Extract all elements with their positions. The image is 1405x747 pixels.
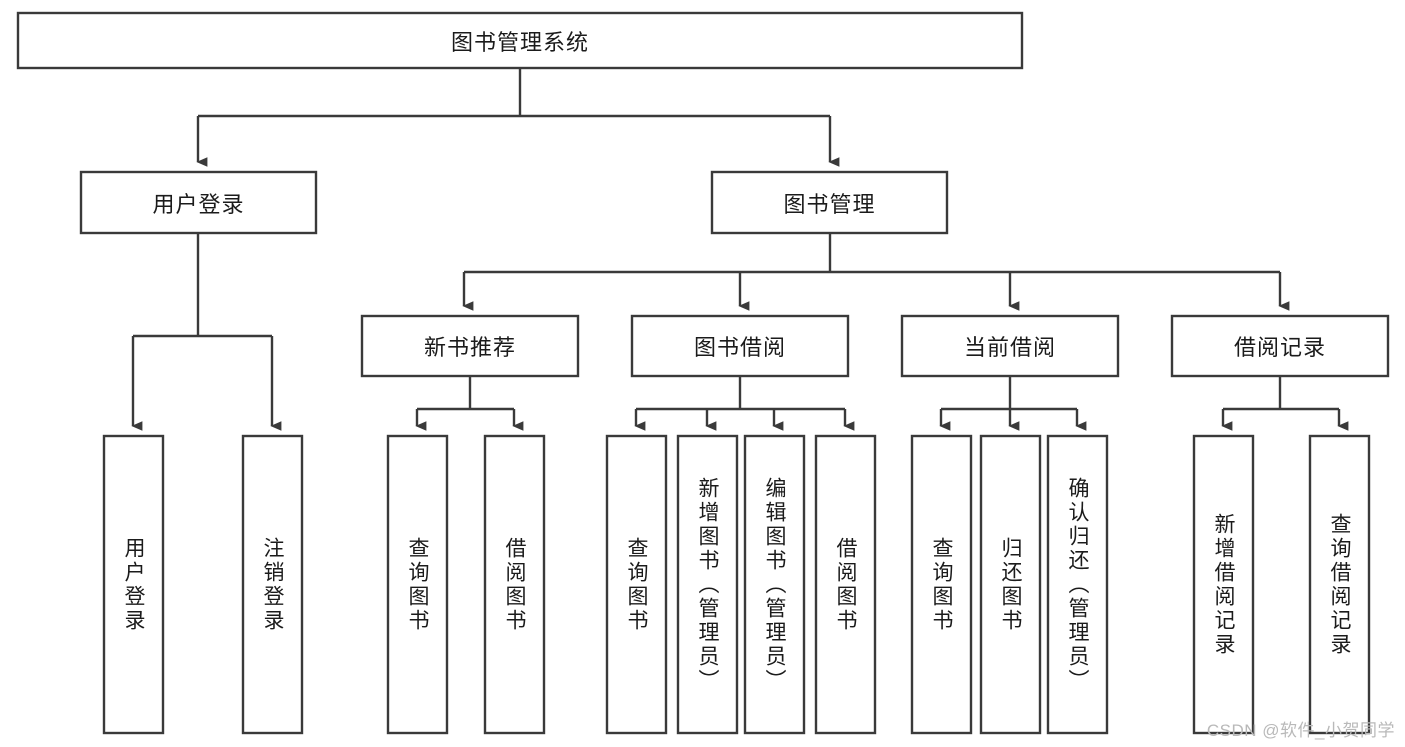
node-borrow-record[interactable] — [1170, 314, 1390, 378]
leaf-borrow-record-1[interactable] — [1308, 434, 1371, 735]
connectors-userlogin-to-leaves — [131, 233, 282, 431]
leaf-book-borrow-0[interactable] — [605, 434, 668, 735]
connectors-newbook-to-leaves — [415, 376, 524, 431]
connectors-currentborrow-to-leaves — [939, 376, 1087, 431]
connectors-bookborrow-to-leaves — [634, 376, 855, 431]
node-root-book-management-system[interactable] — [16, 11, 1024, 70]
node-new-book-recommend[interactable] — [360, 314, 580, 378]
leaf-book-borrow-2[interactable] — [743, 434, 806, 735]
leaf-current-borrow-0[interactable] — [910, 434, 973, 735]
leaf-book-borrow-1[interactable] — [676, 434, 739, 735]
node-book-borrow[interactable] — [630, 314, 850, 378]
leaf-borrow-record-0[interactable] — [1192, 434, 1255, 735]
leaf-new-book-recommend-0[interactable] — [386, 434, 449, 735]
leaf-book-borrow-3[interactable] — [814, 434, 877, 735]
node-book-management[interactable] — [710, 170, 949, 235]
connectors-borrowrecord-to-leaves — [1221, 376, 1349, 431]
leaf-current-borrow-1[interactable] — [979, 434, 1042, 735]
node-current-borrow[interactable] — [900, 314, 1120, 378]
node-user-login[interactable] — [79, 170, 318, 235]
connectors-bookmgmt-to-level3 — [462, 233, 1290, 311]
leaf-user-login-0[interactable] — [102, 434, 165, 735]
leaf-current-borrow-2[interactable] — [1046, 434, 1109, 735]
leaf-new-book-recommend-1[interactable] — [483, 434, 546, 735]
connectors-root-to-level2 — [196, 69, 840, 167]
leaf-user-login-1[interactable] — [241, 434, 304, 735]
